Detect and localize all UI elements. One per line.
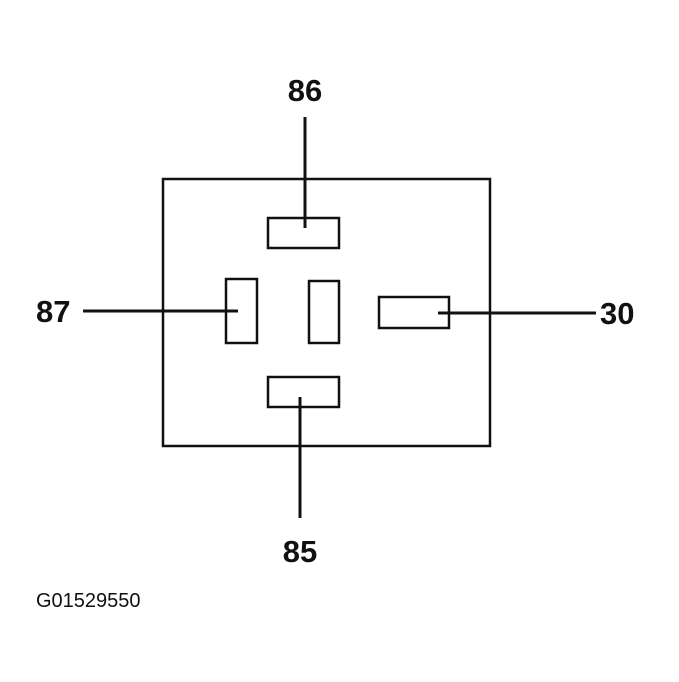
pin-label-85: 85 (283, 534, 317, 569)
pin-label-87: 87 (36, 294, 70, 329)
terminal-85 (266, 375, 341, 409)
terminal-center (307, 279, 341, 345)
figure-id: G01529550 (36, 590, 141, 612)
pin-label-30: 30 (600, 296, 634, 331)
pin-label-86: 86 (288, 73, 322, 108)
